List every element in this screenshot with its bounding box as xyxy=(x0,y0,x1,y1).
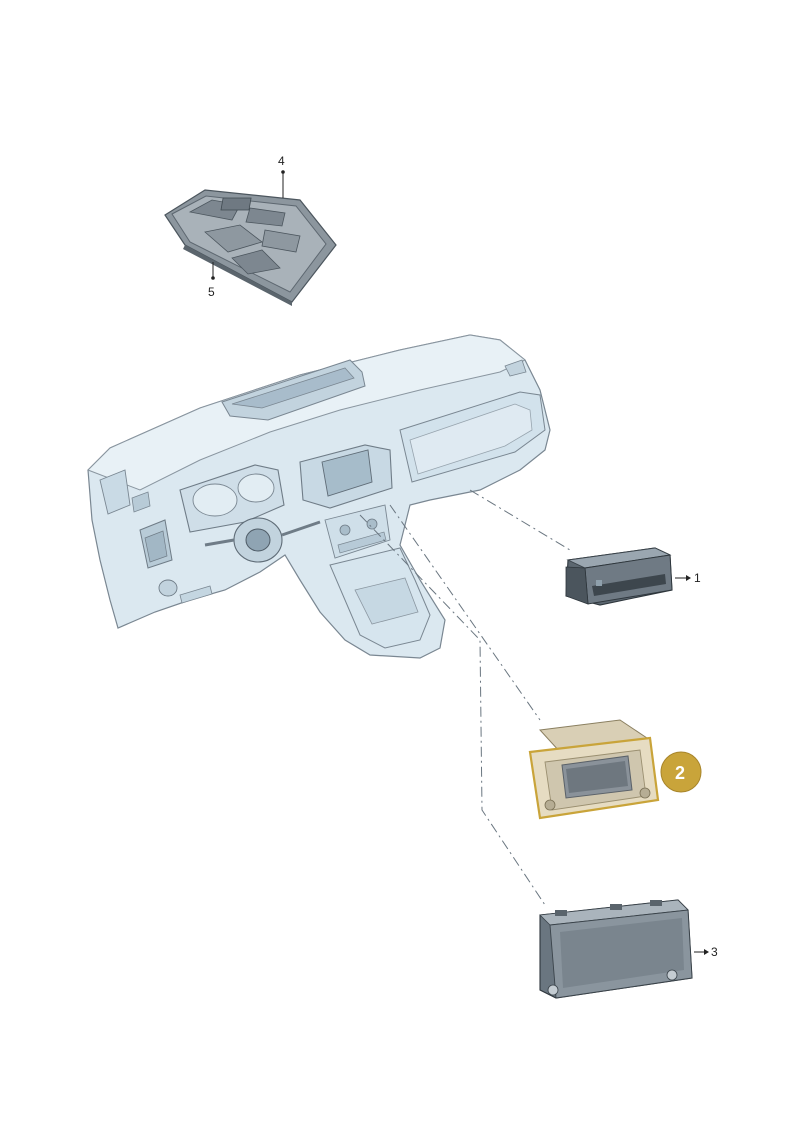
leader-lines xyxy=(359,489,571,906)
display-unit[interactable] xyxy=(528,719,660,820)
callout-2: 2 xyxy=(675,763,685,783)
radio-unit[interactable] xyxy=(565,547,673,606)
callout-3: 3 xyxy=(711,945,718,959)
part-2-badge[interactable] xyxy=(660,751,702,793)
dashboard xyxy=(87,334,551,659)
callout-1: 1 xyxy=(694,571,701,585)
display-panel[interactable] xyxy=(539,899,693,999)
callout-4: 4 xyxy=(278,154,285,168)
overhead-module[interactable] xyxy=(164,189,337,306)
callout-5: 5 xyxy=(208,285,215,299)
